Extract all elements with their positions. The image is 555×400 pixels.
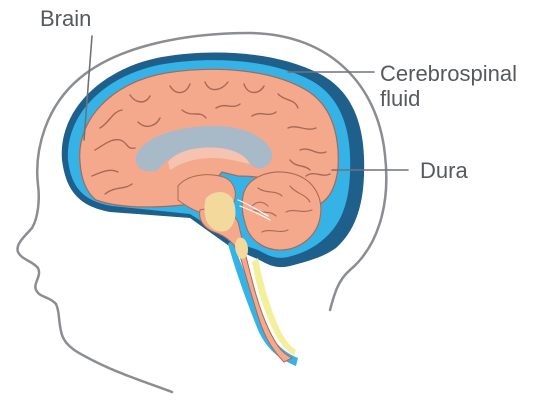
dura-label: Dura bbox=[420, 158, 468, 183]
csf-label-line2: fluid bbox=[380, 86, 517, 111]
brain-label: Brain bbox=[40, 6, 91, 31]
cerebrospinal-fluid-label: Cerebrospinal fluid bbox=[380, 61, 517, 111]
csf-label-line1: Cerebrospinal bbox=[380, 61, 517, 86]
